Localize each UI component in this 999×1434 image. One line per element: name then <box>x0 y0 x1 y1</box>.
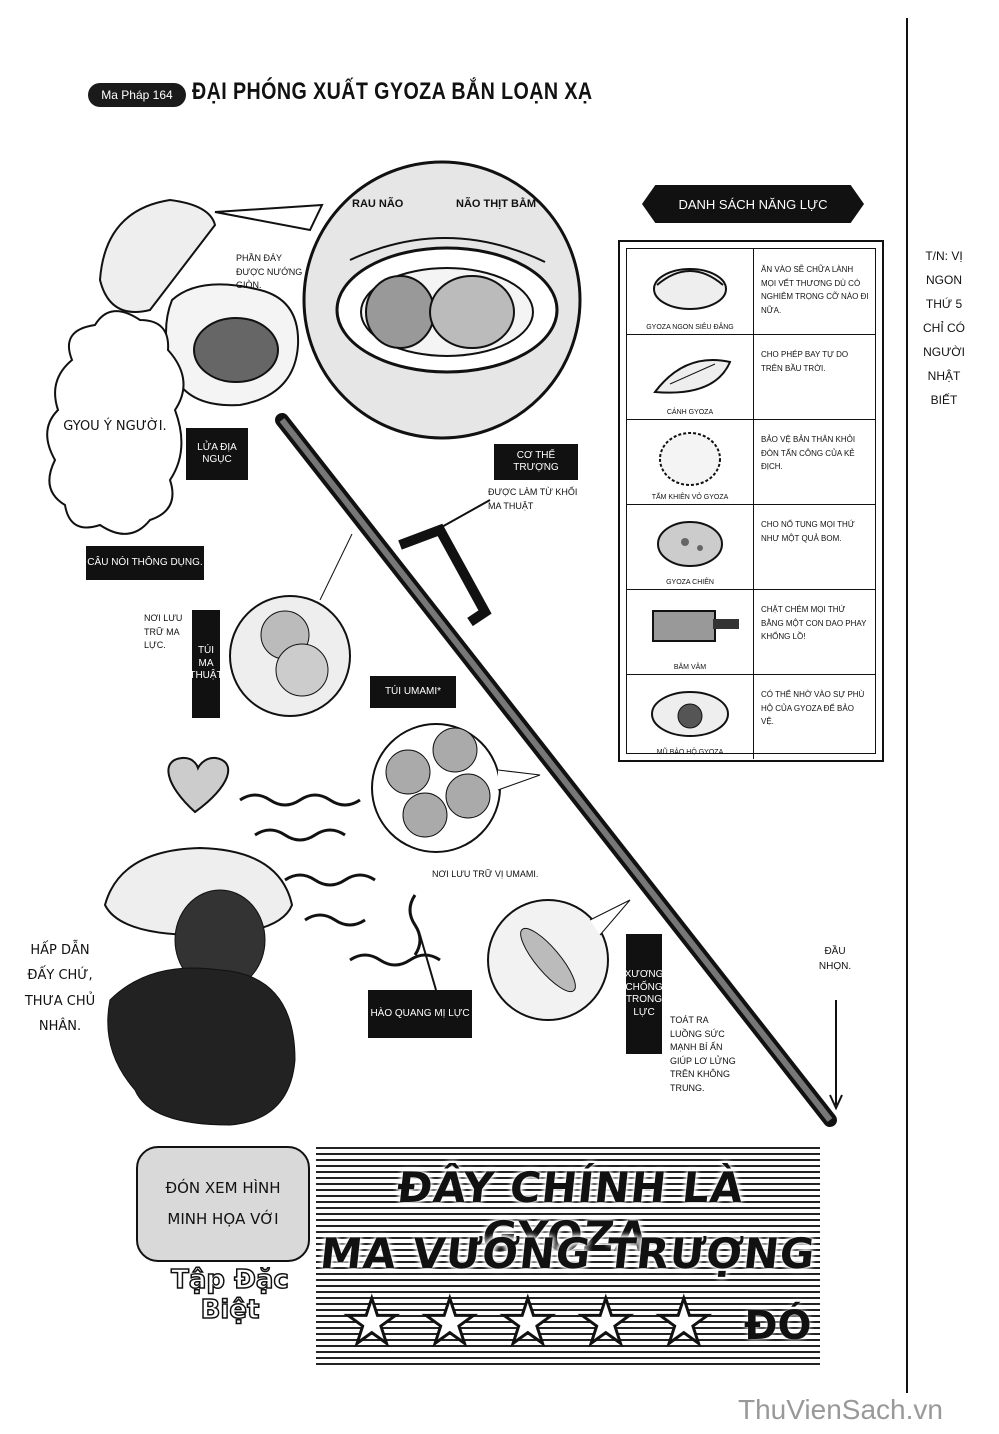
ability-row: BĂM VẰM CHẶT CHÉM MỌI THỨ BẰNG MỘT CON DA… <box>627 589 875 675</box>
special-volume-title: Tập Đặc Biệt <box>170 1264 290 1326</box>
ability-description: BẢO VỆ BẢN THÂN KHỎI ĐÒN TẤN CÔNG CỦA KẺ… <box>761 435 856 472</box>
fried-gyoza-icon <box>657 521 723 567</box>
page-border-line <box>906 18 908 1393</box>
promo-banner: ĐÂY CHÍNH LÀ GYOZA MA VƯƠNG TRƯỢNG ★★★★★… <box>316 1143 820 1368</box>
ability-picture: GYOZA NGON SIÊU ĐẲNG <box>627 249 754 334</box>
chapter-badge: Ma Pháp 164 <box>88 83 186 107</box>
translator-note-line: T/N: VỊ <box>925 249 963 263</box>
gyou-bubble-text: GYOU Ý NGƯỜI. <box>63 419 167 434</box>
banner-end: ĐÓ <box>744 1303 812 1349</box>
promo-bubble-line: ĐÓN XEM HÌNH <box>165 1178 281 1197</box>
ability-name: BĂM VẰM <box>673 664 707 671</box>
winged-gyoza-icon <box>653 359 732 394</box>
star-icon: ★ <box>577 1285 636 1358</box>
translator-note-line: THỨ 5 <box>925 297 963 311</box>
promo-bubble: ĐÓN XEM HÌNH MINH HỌA VỚI <box>136 1146 310 1262</box>
translator-note-line: NGƯỜI <box>923 345 965 359</box>
tip-label: ĐẦU NHỌN. <box>818 946 852 972</box>
star-icon: ★ <box>655 1285 714 1358</box>
ability-row: CÁNH GYOZA CHO PHÉP BAY TỰ DO TRÊN BẦU TR… <box>627 334 875 420</box>
translator-note-line: NGON <box>926 273 962 287</box>
ability-name: CÁNH GYOZA <box>666 409 714 416</box>
ability-name: GYOZA CHIÊN <box>666 579 714 586</box>
gyoza-icon <box>653 268 727 310</box>
ability-row: MŨ BẢO HỘ GYOZA CÓ THỂ NHỜ VÀO SỰ PHÙ HỘ … <box>627 674 875 759</box>
gyoza-servant <box>103 846 296 1126</box>
label-rau-nao: RAU NÃO <box>352 198 404 210</box>
ability-picture: BĂM VẰM <box>627 589 754 674</box>
watermark: ThuVienSach.vn <box>738 1394 943 1425</box>
cleaver-icon <box>652 610 739 642</box>
ability-description: CHẶT CHÉM MỌI THỨ BẰNG MỘT CON DAO PHAY … <box>761 605 867 642</box>
ability-picture: GYOZA CHIÊN <box>627 504 754 589</box>
ability-description: CHO NỔ TUNG MỌI THỨ NHƯ MỘT QUẢ BOM. <box>761 520 855 543</box>
cross-section-lens <box>214 160 582 440</box>
hell-fire-tag: LỬA ĐỊA NGỤC <box>186 428 248 480</box>
ability-row: TẤM KHIÊN VỎ GYOZA BẢO VỆ BẢN THÂN KHỎI Đ… <box>627 419 875 505</box>
promo-bubble-line: MINH HỌA VỚI <box>167 1210 279 1228</box>
magic-bag-tag: TÚI MA THUẬT <box>189 610 223 718</box>
ability-description: CÓ THỂ NHỜ VÀO SỰ PHÙ HỘ CỦA GYOZA ĐỂ BẢ… <box>761 690 865 727</box>
label-nao-thit: NÃO THỊT BẰM <box>456 198 537 210</box>
star-icon: ★ <box>499 1285 558 1358</box>
staff-body-tag: CƠ THỂ TRƯỢNG <box>494 444 578 480</box>
translator-note: T/N: VỊ NGON THỨ 5 CHỈ CÓ NGƯỜI NHẬT BIẾ… <box>916 244 972 412</box>
umami-bag-tag: TÚI UMAMI* <box>370 676 456 708</box>
translator-note-line: BIẾT <box>930 393 958 407</box>
storage-note: NƠI LƯU TRỮ MA LỰC. <box>144 613 183 650</box>
special-line: Biệt <box>200 1294 260 1325</box>
ability-description: CHO PHÉP BAY TỰ DO TRÊN BẦU TRỜI. <box>761 350 849 373</box>
common-phrase-tag: CÂU NÓI THÔNG DỤNG. <box>86 546 204 580</box>
ability-name: MŨ BẢO HỘ GYOZA <box>656 749 724 756</box>
crisp-note: PHẦN ĐÁY ĐƯỢC NƯỚNG GIÒN. <box>236 253 303 290</box>
umami-storage-note: NƠI LƯU TRỮ VỊ UMAMI. <box>432 869 539 879</box>
staff <box>275 413 837 1127</box>
ability-picture: TẤM KHIÊN VỎ GYOZA <box>627 419 754 504</box>
staff-body-note: ĐƯỢC LÀM TỪ KHỐI MA THUẬT <box>488 487 578 511</box>
ability-name: GYOZA NGON SIÊU ĐẲNG <box>646 324 734 331</box>
ability-picture: MŨ BẢO HỘ GYOZA <box>627 674 754 759</box>
special-line: Tập Đặc <box>170 1264 289 1295</box>
ability-name: TẤM KHIÊN VỎ GYOZA <box>651 494 729 501</box>
ability-list: GYOZA NGON SIÊU ĐẲNG ĂN VÀO SẼ CHỮA LÀNH … <box>618 240 884 762</box>
star-icon: ★ <box>421 1285 480 1358</box>
aura-tag: HÀO QUANG MỊ LỰC <box>368 990 472 1038</box>
spine-note: TOÁT RA LUỒNG SỨC MẠNH BÍ ẨN GIÚP LƠ LỬN… <box>670 1015 736 1093</box>
ability-description: ĂN VÀO SẼ CHỮA LÀNH MỌI VẾT THƯƠNG DÙ CÓ… <box>761 265 869 315</box>
chapter-title: ĐẠI PHÓNG XUẤT GYOZA BẮN LOẠN XẠ <box>192 78 593 105</box>
spine-tag: XƯƠNG CHỐNG TRONG LỰC <box>625 934 663 1054</box>
gyoza-helmet-icon <box>651 691 729 737</box>
ability-row: GYOZA NGON SIÊU ĐẲNG ĂN VÀO SẼ CHỮA LÀNH … <box>627 249 875 335</box>
wrapper-shield-icon <box>659 432 721 486</box>
ability-list-title: DANH SÁCH NĂNG LỰC <box>642 185 864 223</box>
banner-line-2: MA VƯƠNG TRƯỢNG <box>318 1229 818 1278</box>
ability-picture: CÁNH GYOZA <box>627 334 754 419</box>
translator-note-line: NHẬT <box>927 369 961 383</box>
servant-speech: HẤP DẪN ĐẤY CHỨ, THƯA CHỦ NHÂN. <box>24 943 96 1035</box>
star-icon: ★ <box>343 1285 402 1358</box>
translator-note-line: CHỈ CÓ <box>923 321 965 335</box>
ability-row: GYOZA CHIÊN CHO NỔ TUNG MỌI THỨ NHƯ MỘT Q… <box>627 504 875 590</box>
